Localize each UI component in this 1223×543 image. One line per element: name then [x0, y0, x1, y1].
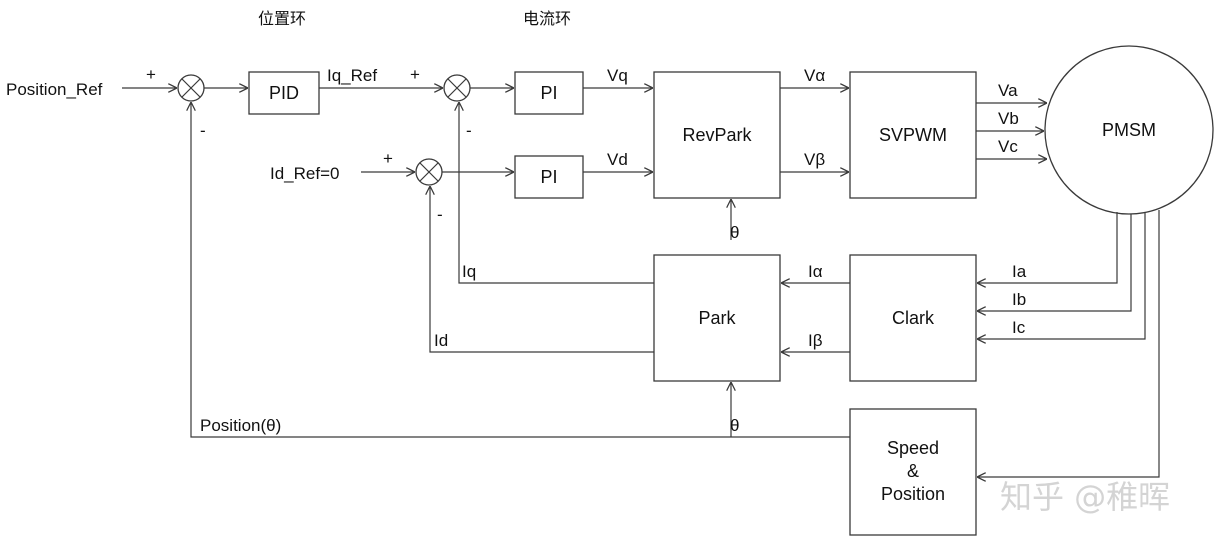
position-loop-header: 位置环 [258, 9, 306, 28]
pi-d-label: PI [540, 167, 557, 187]
pi-d-block [514, 155, 584, 199]
position-summing-junction [177, 74, 205, 102]
iq-feedback-arrow [459, 102, 654, 284]
vbeta-label: Vβ [804, 150, 825, 169]
pid-label: PID [269, 83, 299, 103]
pi-q-label: PI [540, 83, 557, 103]
id-summing-junction [415, 158, 443, 186]
revpark-block [653, 71, 781, 199]
position-feedback-arrow [191, 102, 850, 438]
pmsm-label: PMSM [1102, 120, 1156, 140]
pmsm-motor [1044, 45, 1214, 215]
svpwm-label: SVPWM [879, 125, 947, 145]
current-loop-header: 电流环 [523, 9, 571, 28]
ic-label: Ic [1012, 318, 1026, 337]
svpwm-block [849, 71, 977, 199]
ia-label: Ia [1012, 262, 1027, 281]
sum2-minus-sign: - [466, 121, 472, 140]
clark-block [849, 254, 977, 382]
vd-label: Vd [607, 150, 628, 169]
ia-feedback-arrow [977, 212, 1118, 283]
vc-label: Vc [998, 137, 1018, 156]
theta-park-label: θ [730, 416, 739, 435]
vb-label: Vb [998, 109, 1019, 128]
vq-label: Vq [607, 66, 628, 85]
id-feedback-label: Id [434, 331, 448, 350]
revpark-label: RevPark [682, 125, 752, 145]
theta-revpark-label: θ [730, 223, 739, 242]
iq-feedback-label: Iq [462, 262, 476, 281]
speed-position-block [849, 408, 977, 536]
iq-ref-label: Iq_Ref [327, 66, 377, 85]
id-ref-label: Id_Ref=0 [270, 164, 339, 183]
park-label: Park [698, 308, 736, 328]
speed-label-line1: Speed [887, 438, 939, 458]
valpha-label: Vα [804, 66, 825, 85]
sum1-plus-sign: + [146, 65, 156, 84]
speed-label-line3: Position [881, 484, 945, 504]
pid-block [248, 71, 320, 115]
sum1-minus-sign: - [200, 121, 206, 140]
clark-label: Clark [892, 308, 935, 328]
id-feedback-arrow [430, 186, 654, 353]
speed-label-line2: & [907, 461, 919, 481]
ibeta-label: Iβ [808, 331, 823, 350]
park-block [653, 254, 781, 382]
iq-summing-junction [443, 74, 471, 102]
ialpha-label: Iα [808, 262, 823, 281]
ib-label: Ib [1012, 290, 1026, 309]
sum2-plus-sign: + [410, 65, 420, 84]
ic-feedback-arrow [977, 212, 1146, 339]
ib-feedback-arrow [977, 214, 1132, 311]
sum3-minus-sign: - [437, 205, 443, 224]
watermark: 知乎 @稚晖 [1000, 478, 1170, 516]
va-label: Va [998, 81, 1018, 100]
sum3-plus-sign: + [383, 149, 393, 168]
position-theta-label: Position(θ) [200, 416, 281, 435]
pi-q-block [514, 71, 584, 115]
encoder-feedback-arrow [977, 210, 1160, 477]
position-ref-label: Position_Ref [6, 80, 103, 99]
